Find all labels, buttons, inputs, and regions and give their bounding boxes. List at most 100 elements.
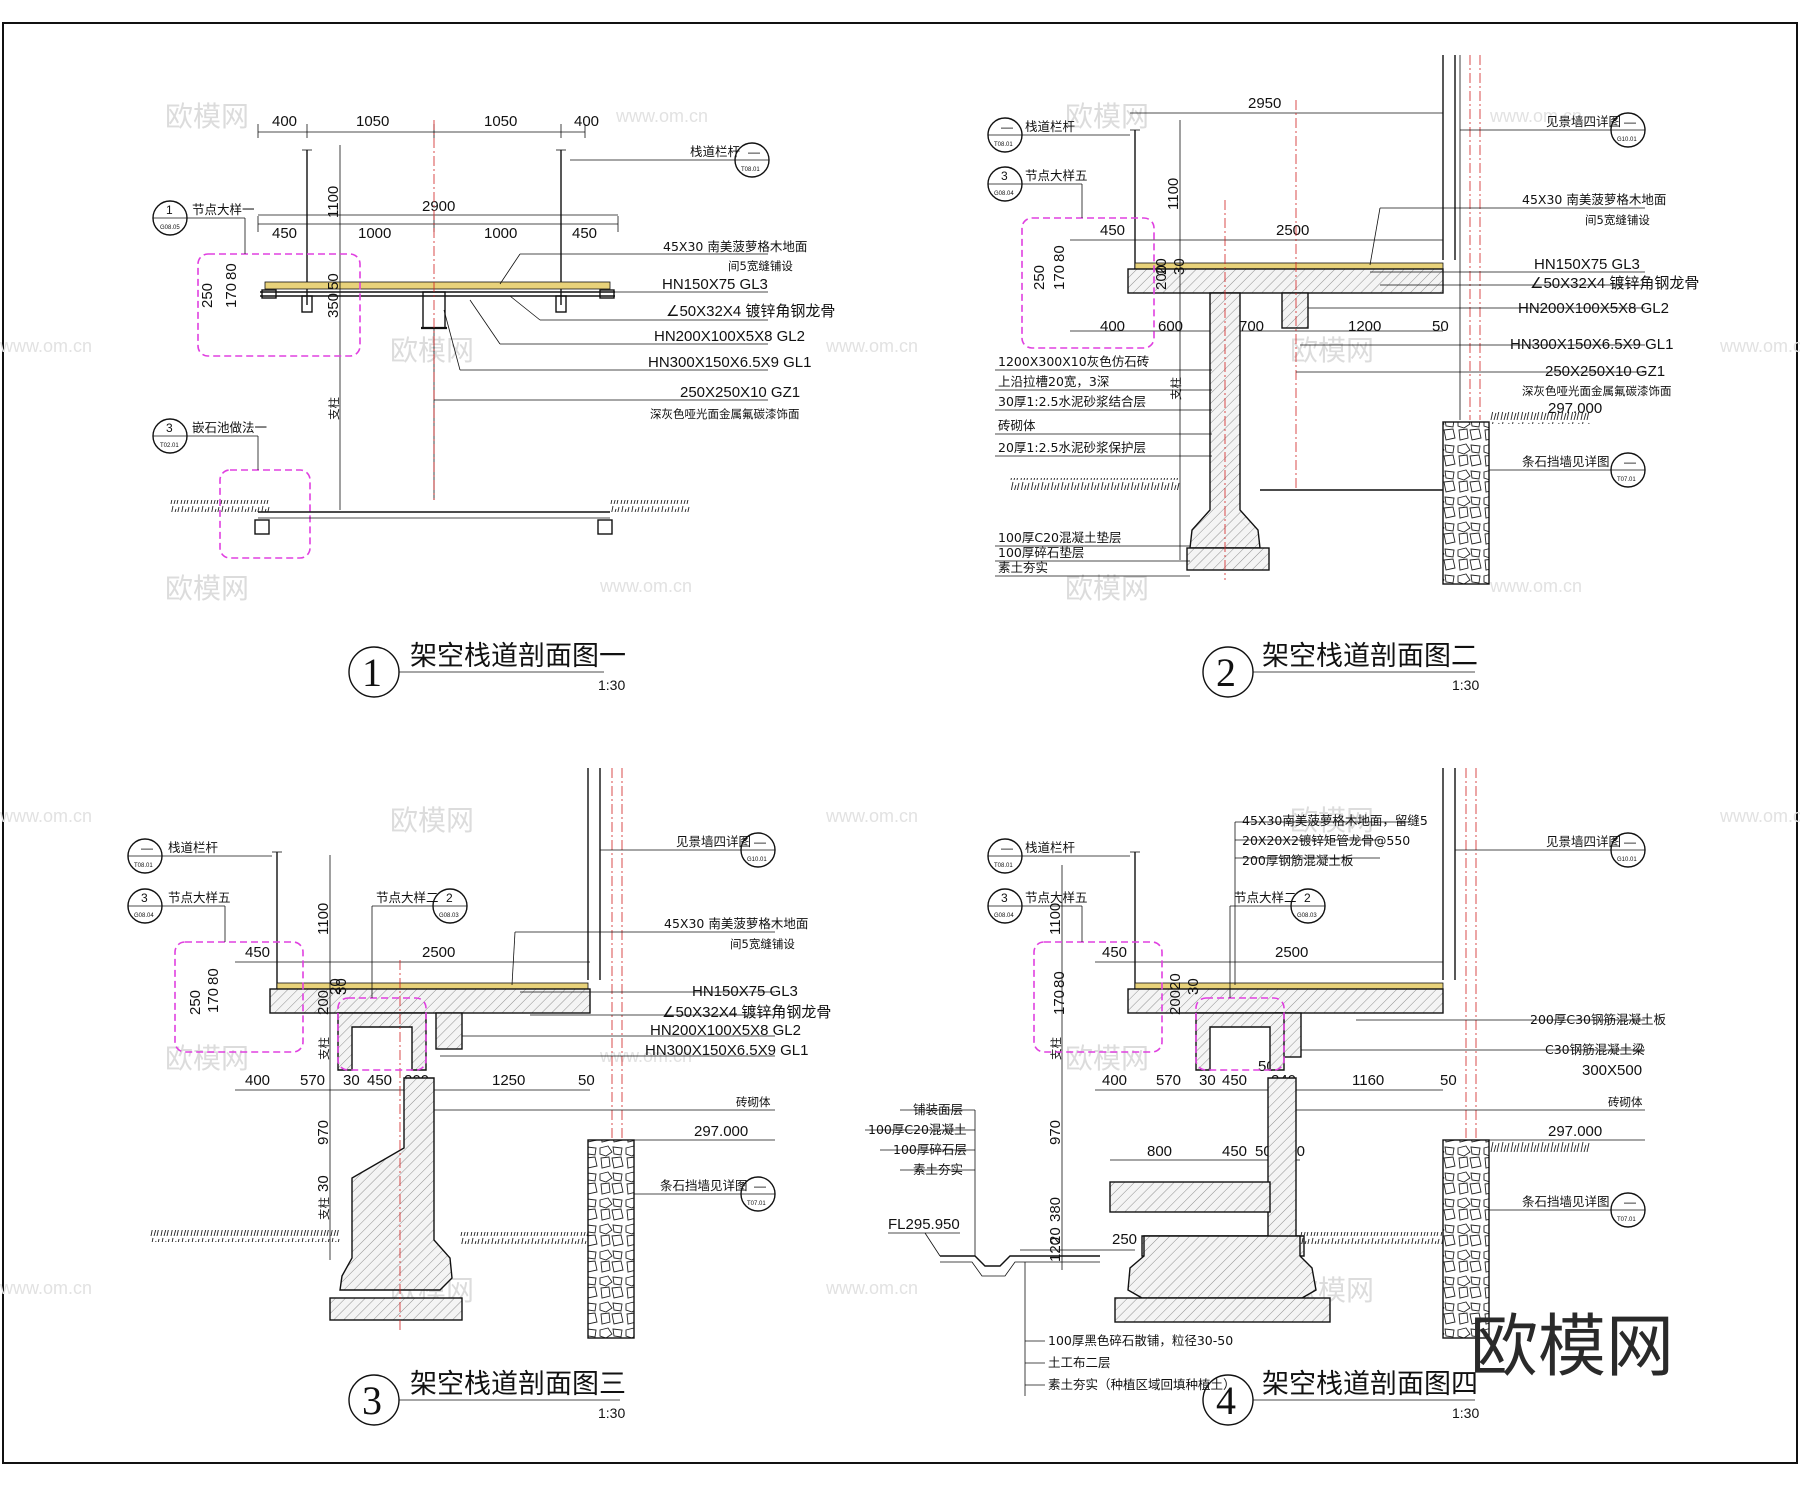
callout-bubble: — T07.01 条石挡墙见详图 bbox=[634, 1176, 776, 1212]
watermark-url: www.om.cn bbox=[1719, 806, 1800, 826]
section-scale: 1:30 bbox=[598, 677, 625, 693]
callout-sheet: T08.01 bbox=[134, 863, 153, 869]
dim-label: 970 bbox=[315, 1120, 332, 1145]
dim-label: 50 bbox=[578, 1072, 595, 1089]
note-text: 45X30 南美菠萝格木地面 bbox=[664, 916, 808, 931]
watermark-url: www.om.cn bbox=[1489, 576, 1582, 596]
section-title-block: 2 架空栈道剖面图二 1:30 bbox=[1202, 641, 1479, 698]
stone-retaining-wall bbox=[587, 1139, 635, 1339]
dim-label: 450 bbox=[1100, 222, 1125, 239]
dim-label: 2500 bbox=[1275, 944, 1308, 961]
dim-label: 50 bbox=[1440, 1072, 1457, 1089]
ground-grass bbox=[1490, 1140, 1590, 1152]
note-text: 深灰色哑光面金属氟碳漆饰面 bbox=[650, 407, 800, 421]
note-text: 素土夯实（种植区域回填种植土） bbox=[1048, 1377, 1236, 1392]
dim-label: 450 bbox=[1222, 1143, 1247, 1160]
dim-label: 400 bbox=[272, 113, 297, 130]
section-title: 架空栈道剖面图一 bbox=[410, 641, 626, 672]
callout-id: — bbox=[141, 841, 153, 855]
dim-label: 250 bbox=[199, 283, 216, 308]
dim-label: 450 bbox=[1102, 944, 1127, 961]
dim-label: 2900 bbox=[422, 198, 455, 215]
callout-id: 3 bbox=[141, 891, 148, 905]
watermark-text: 欧模网 bbox=[1065, 100, 1149, 133]
note-text: FL295.950 bbox=[888, 1216, 960, 1233]
callout-bubble: — G10.01 见景墙四详图 bbox=[1455, 832, 1646, 868]
brick-pier bbox=[339, 1077, 453, 1291]
dim-label: 50 bbox=[325, 273, 342, 290]
watermark-url: www.om.cn bbox=[0, 806, 92, 826]
callout-id: 3 bbox=[166, 421, 173, 435]
watermark-url: www.om.cn bbox=[599, 576, 692, 596]
concrete-beam bbox=[435, 1012, 463, 1050]
callout-sheet: T08.01 bbox=[994, 142, 1013, 148]
callout-label: 节点大样五 bbox=[168, 890, 231, 905]
watermark-text: 欧模网 bbox=[165, 100, 249, 133]
callout-bubble: 3 G08.04 节点大样五 bbox=[127, 888, 231, 942]
dim-label: 30 bbox=[1185, 978, 1202, 995]
note-text: 砖砌体 bbox=[998, 418, 1036, 433]
concrete-beam bbox=[1281, 292, 1309, 329]
callout-sheet: T07.01 bbox=[1617, 477, 1636, 483]
watermark-url: www.om.cn bbox=[1489, 106, 1582, 126]
watermark-url: www.om.cn bbox=[825, 806, 918, 826]
note-text: 素土夯实 bbox=[913, 1162, 963, 1177]
dim-label: 400 bbox=[1102, 1072, 1127, 1089]
note-text: 200厚C30钢筋混凝土板 bbox=[1530, 1012, 1666, 1027]
section-number: 3 bbox=[362, 1378, 382, 1423]
dim-label: 30 bbox=[343, 1072, 360, 1089]
callout-label: 节点大样五 bbox=[1025, 890, 1088, 905]
concrete-footing bbox=[1114, 1297, 1331, 1323]
callout-bubble: — T08.01 栈道栏杆 bbox=[127, 838, 272, 874]
callout-bubble: — T07.01 条石挡墙见详图 bbox=[1489, 452, 1646, 488]
callout-id: — bbox=[754, 835, 766, 849]
concrete-slab bbox=[1127, 988, 1444, 1014]
callout-bubble: 2 G08.03 节点大样二 bbox=[371, 888, 468, 998]
callout-label: 栈道栏杆 bbox=[1025, 840, 1076, 855]
callout-id: 3 bbox=[1001, 891, 1008, 905]
dim-label: 80 bbox=[1051, 971, 1068, 988]
callout-id: 3 bbox=[1001, 169, 1008, 183]
section-2: 2950 450 2500 400 600 700 1200 50 1100 bbox=[987, 55, 1699, 698]
dim-label: 350 bbox=[325, 293, 342, 318]
callout-bubble: — T08.01 栈道栏杆 bbox=[570, 142, 770, 178]
note-text: 间5宽缝铺设 bbox=[728, 259, 793, 273]
callout-id: — bbox=[1001, 120, 1013, 134]
section-number: 1 bbox=[362, 650, 382, 695]
ground-grass bbox=[150, 1230, 340, 1242]
callout-label: 见景墙四详图 bbox=[1546, 114, 1621, 129]
dim-label: 支柱 bbox=[317, 1037, 331, 1060]
stone-retaining-wall bbox=[1442, 421, 1490, 585]
dim-label: 30 bbox=[333, 978, 350, 995]
callout-id: — bbox=[1624, 115, 1636, 129]
callout-bubble: 3 G08.04 节点大样五 bbox=[987, 888, 1088, 942]
dim-label: 250 bbox=[1112, 1231, 1137, 1248]
paving-layers bbox=[940, 1255, 1100, 1267]
dim-label: 400 bbox=[574, 113, 599, 130]
callout-label: 节点大样一 bbox=[192, 202, 255, 217]
detail-box bbox=[1021, 217, 1155, 349]
note-text: 200厚钢筋混凝土板 bbox=[1242, 853, 1354, 868]
callout-id: — bbox=[748, 145, 760, 159]
note-text: 297.000 bbox=[694, 1123, 748, 1140]
callout-bubble: — G10.01 见景墙四详图 bbox=[600, 832, 776, 868]
section-title: 架空栈道剖面图三 bbox=[410, 1369, 626, 1400]
dim-label: 600 bbox=[1158, 318, 1183, 335]
dim-label: 1050 bbox=[356, 113, 389, 130]
ground-grass bbox=[1300, 1232, 1443, 1244]
callout-sheet: T08.01 bbox=[994, 863, 1013, 869]
dim-label: 30 bbox=[1199, 1072, 1216, 1089]
section-1: 400 1050 1050 400 450 1000 2900 1000 450 bbox=[152, 113, 835, 698]
section-title: 架空栈道剖面图四 bbox=[1262, 1369, 1478, 1400]
watermark-text: 欧模网 bbox=[1065, 1042, 1149, 1075]
callout-sheet: G08.05 bbox=[160, 225, 180, 231]
callout-sheet: T07.01 bbox=[1617, 1217, 1636, 1223]
note-text: 45X30 南美菠萝格木地面 bbox=[663, 239, 807, 254]
watermark-text: 欧模网 bbox=[390, 804, 474, 837]
dim-label: 支柱 bbox=[1049, 1037, 1063, 1060]
callout-sheet: T08.01 bbox=[741, 167, 760, 173]
dim-label: 支柱 bbox=[327, 397, 341, 420]
dim-label: 1100 bbox=[325, 186, 342, 218]
callout-label: 条石挡墙见详图 bbox=[1522, 1194, 1610, 1209]
